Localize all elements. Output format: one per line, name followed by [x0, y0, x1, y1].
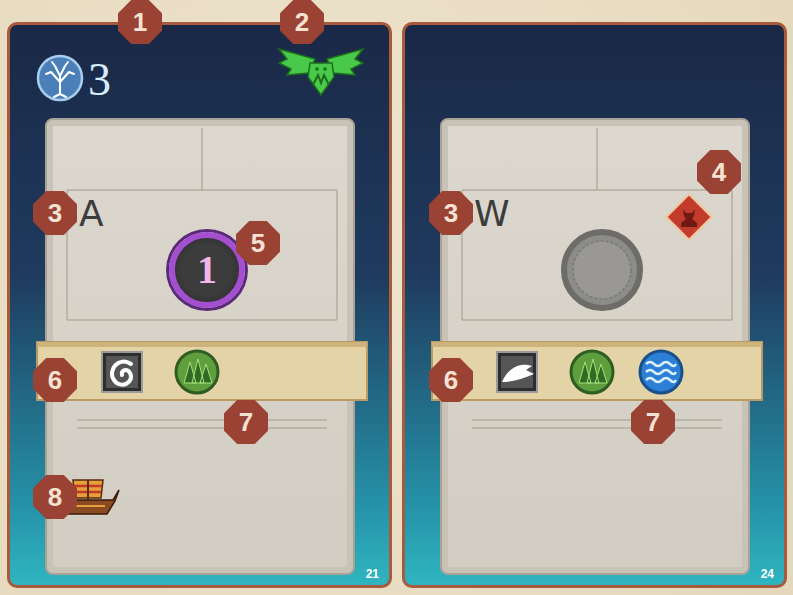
cost-value: 3	[88, 57, 111, 103]
icon-part	[323, 67, 327, 71]
icon-part	[646, 370, 676, 374]
faction-emblem	[279, 49, 363, 95]
icon-part	[640, 351, 682, 393]
icon-part	[38, 56, 82, 100]
icon-part	[573, 241, 631, 299]
icon-part	[571, 351, 613, 393]
callout-number: 3	[33, 191, 77, 235]
card-frame: 24 W	[402, 22, 787, 588]
callout-number: 7	[224, 400, 268, 444]
water-icon	[640, 351, 682, 393]
icon-part	[666, 194, 711, 239]
icon-part	[462, 128, 732, 320]
forest-icon	[176, 351, 218, 393]
card-letter: W	[474, 196, 510, 232]
value-token: 1	[169, 232, 245, 308]
icon-part	[87, 480, 89, 500]
callout-number: 2	[280, 0, 324, 44]
card-illustration	[442, 120, 748, 573]
callout-number: 3	[429, 191, 473, 235]
icon-part	[74, 486, 102, 492]
icon-part	[37, 342, 367, 400]
card-face: A1	[45, 118, 355, 575]
callout-number: 5	[236, 221, 280, 265]
icon-part	[37, 342, 367, 347]
icon-part	[497, 352, 537, 392]
tree-icon	[38, 56, 82, 100]
icon-part	[501, 356, 533, 388]
icon-part	[432, 342, 762, 347]
card-number: 24	[761, 568, 774, 580]
icon-part	[106, 356, 138, 388]
token-value: 1	[197, 250, 217, 290]
icon-part	[308, 63, 334, 95]
icon-part	[564, 232, 640, 308]
card-ornament	[67, 128, 337, 428]
card-ornament	[462, 128, 732, 428]
animal-icon	[102, 352, 142, 392]
forest-icon	[571, 351, 613, 393]
icon-part	[313, 75, 329, 85]
icon-part	[77, 420, 327, 428]
scroll-band	[37, 342, 367, 400]
icon-part	[279, 49, 315, 75]
icon-part	[67, 128, 337, 320]
icon-part	[73, 480, 103, 498]
callout-number: 6	[33, 358, 77, 402]
icon-part	[112, 362, 131, 385]
callout-number: 6	[429, 358, 473, 402]
icon-part	[579, 359, 607, 383]
icon-part	[432, 342, 762, 400]
icon-part	[176, 351, 218, 393]
card-number: 21	[366, 568, 379, 580]
icon-part	[646, 378, 676, 382]
animal-icon	[497, 352, 537, 392]
monster-diamond	[666, 194, 711, 239]
icon-part	[102, 352, 142, 392]
empty-token	[564, 232, 640, 308]
icon-part	[646, 362, 676, 366]
icon-part	[315, 67, 319, 71]
scroll-band	[432, 342, 762, 400]
icon-part	[502, 365, 534, 382]
icon-part	[472, 420, 722, 428]
card-letter: A	[79, 196, 104, 232]
icon-part	[681, 209, 697, 227]
icon-part	[46, 62, 74, 97]
icon-part	[184, 359, 212, 383]
icon-part	[327, 49, 363, 75]
card-illustration	[47, 120, 353, 573]
